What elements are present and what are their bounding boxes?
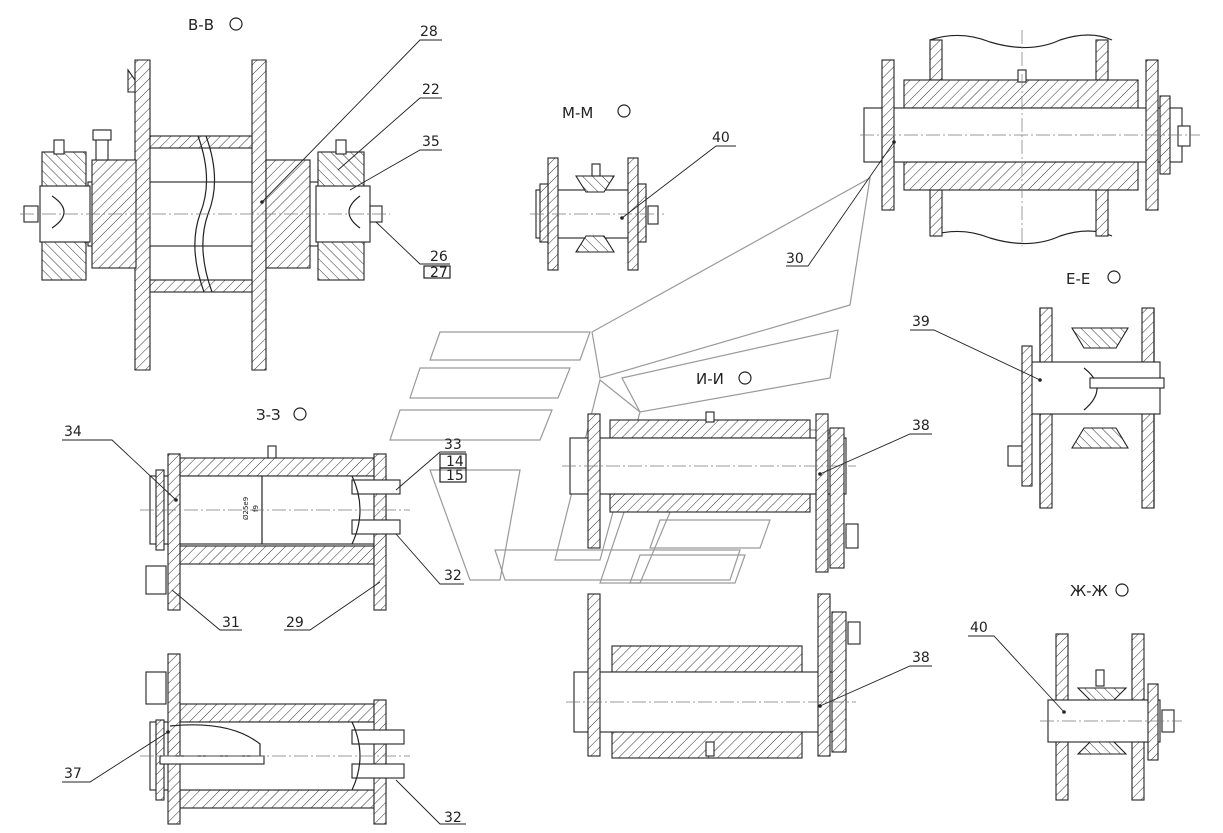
- bearing-housing: [903, 79, 1139, 109]
- callout-39: 39: [912, 314, 930, 330]
- section-marker-icon: [617, 104, 631, 118]
- view-mm: М-М 40: [530, 104, 736, 271]
- view-ee: Е-Е 39: [910, 270, 1165, 509]
- section-label-bb: В-В: [188, 16, 214, 34]
- callout-35: 35: [422, 134, 440, 150]
- view-ii: И-И 38: [562, 370, 932, 573]
- dim-tolerance: f9: [252, 505, 260, 512]
- view-zh: Ж-Ж 40: [968, 582, 1182, 801]
- view-zz: З-З Ø25е9 f9: [140, 406, 410, 611]
- section-marker-icon: [738, 371, 752, 385]
- view-top-right: [860, 30, 1200, 246]
- section-marker-icon: [229, 17, 243, 31]
- callout-29: 29: [286, 615, 304, 631]
- callout-38b: 38: [912, 650, 930, 666]
- callout-28: 28: [420, 24, 438, 40]
- callout-38: 38: [912, 418, 930, 434]
- callout-26: 26: [430, 249, 448, 265]
- callouts-bottom-left: 37 32: [62, 731, 466, 826]
- view-bottom-middle: 38: [566, 593, 932, 759]
- callout-27: 27: [430, 265, 448, 281]
- callout-40b: 40: [970, 620, 988, 636]
- callout-37: 37: [64, 766, 82, 782]
- section-label-ii: И-И: [696, 370, 724, 388]
- callout-34: 34: [64, 424, 82, 440]
- callouts-bb: 28 22 35 26 27: [261, 24, 451, 281]
- section-label-mm: М-М: [562, 104, 593, 122]
- callout-22: 22: [422, 82, 440, 98]
- section-label-zh: Ж-Ж: [1070, 582, 1108, 600]
- callout-31: 31: [222, 615, 240, 631]
- callout-30-group: 30: [786, 141, 895, 267]
- callout-33: 33: [444, 437, 462, 453]
- callouts-zz: 34 33 14 15 32 31 29: [62, 424, 467, 631]
- view-bb: В-В: [20, 16, 390, 371]
- section-label-ee: Е-Е: [1066, 270, 1090, 288]
- section-label-zz: З-З: [256, 406, 281, 424]
- section-marker-icon: [1107, 270, 1121, 284]
- callout-32: 32: [444, 568, 462, 584]
- callout-32b: 32: [444, 810, 462, 826]
- callout-30: 30: [786, 251, 804, 267]
- callout-14: 14: [446, 454, 464, 470]
- housing-top: [179, 457, 375, 477]
- section-marker-icon: [293, 407, 307, 421]
- dim-diameter: Ø25е9: [242, 497, 250, 520]
- callout-15: 15: [446, 468, 464, 484]
- view-bottom-left: [140, 653, 410, 825]
- section-marker-icon: [1115, 583, 1129, 597]
- callout-40: 40: [712, 130, 730, 146]
